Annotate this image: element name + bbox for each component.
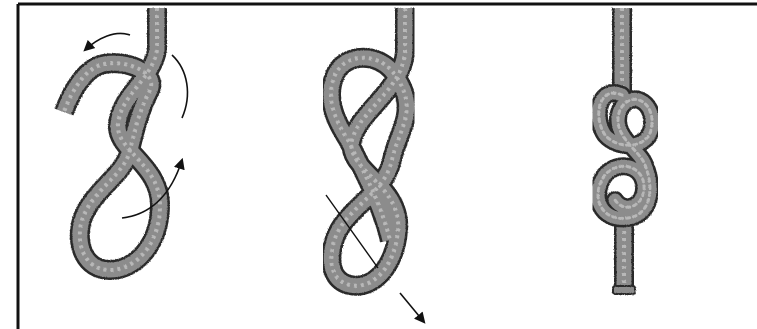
panel-step-1 [64, 8, 187, 270]
rope-loop-icon [64, 8, 160, 270]
pull-arrow [400, 293, 424, 322]
panel-step-2 [326, 8, 424, 322]
rope-loop-icon [331, 8, 407, 286]
figure-eight-knot-icon [598, 8, 652, 294]
arc-right [172, 55, 187, 118]
rope-end-cap [613, 286, 635, 294]
arrow-top-left [85, 33, 130, 50]
panel-step-3 [598, 8, 652, 294]
